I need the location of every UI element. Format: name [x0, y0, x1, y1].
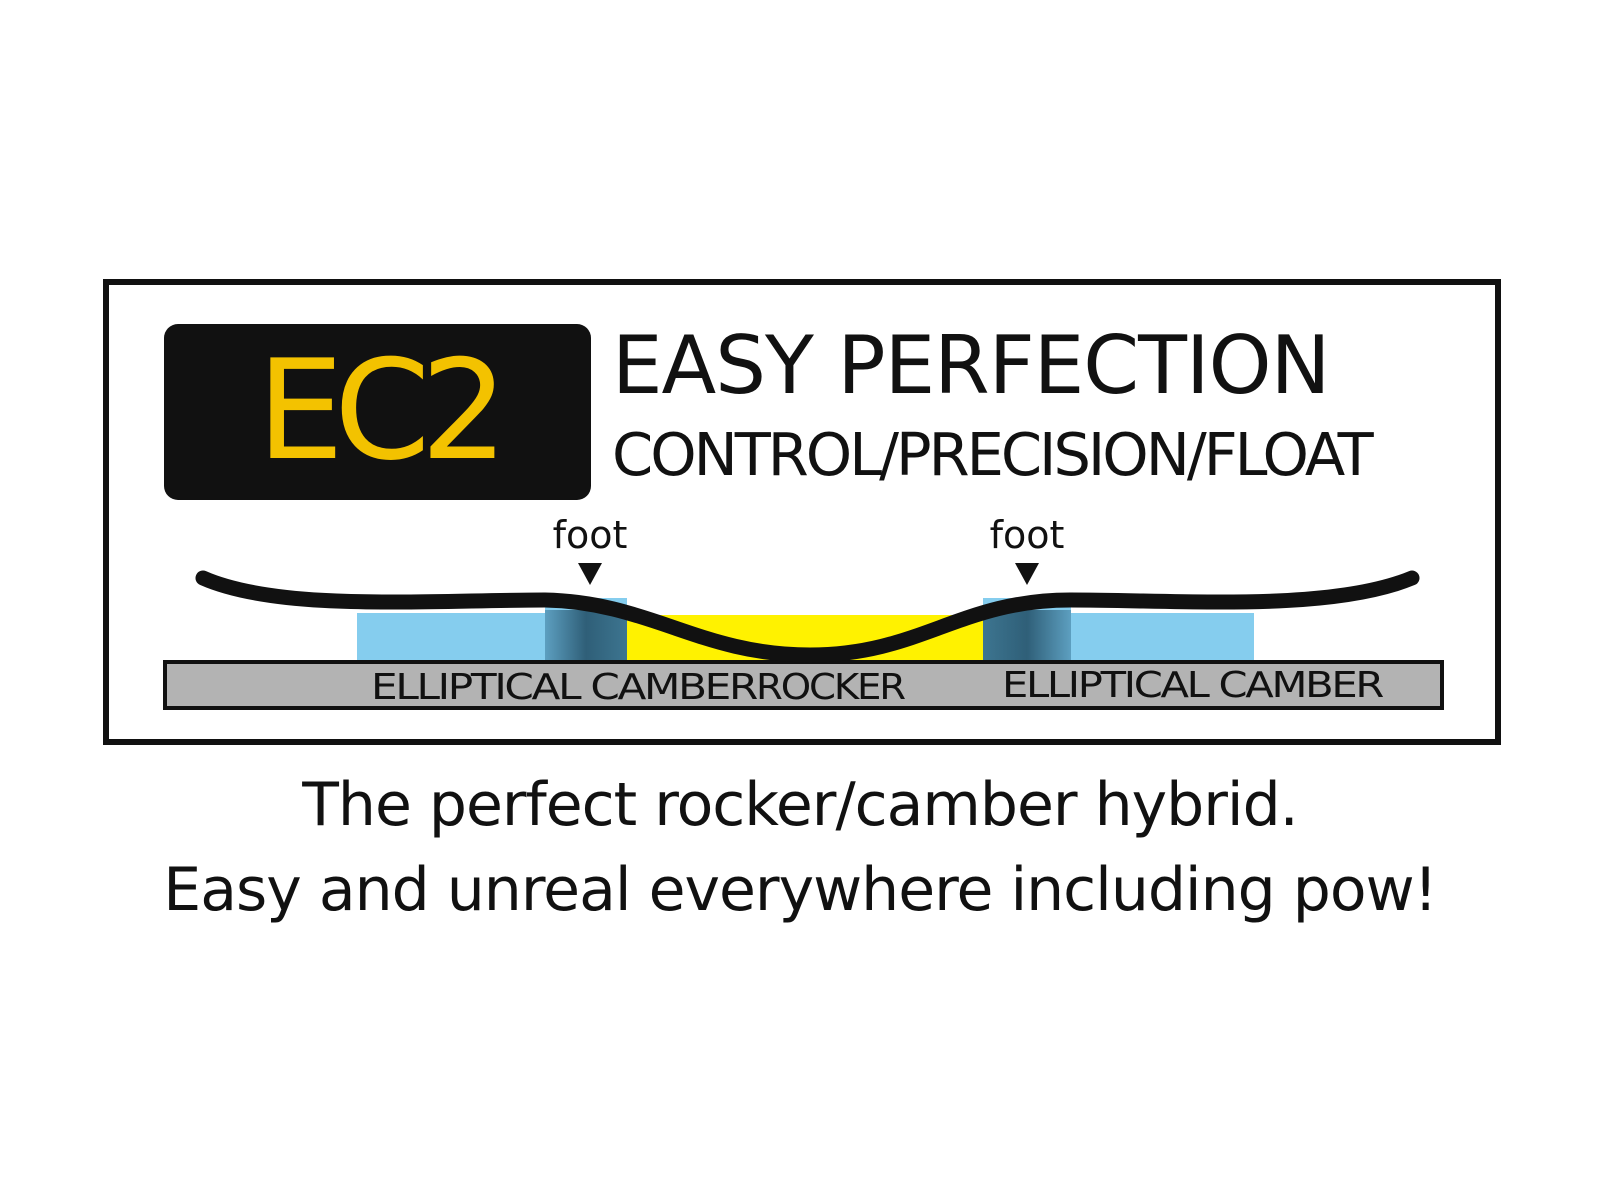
zone-label-right-camber: ELLIPTICAL CAMBER: [1002, 665, 1383, 706]
down-triangle-icon: [1015, 563, 1039, 585]
foot-label-right: foot: [990, 513, 1065, 557]
ec2-logo-text: EC2: [256, 330, 508, 491]
left-camber-zone: [357, 613, 545, 660]
board-profile-line: [195, 570, 1420, 663]
headline: EASY PERFECTION: [612, 319, 1330, 412]
zone-label-left-camber: ELLIPTICAL CAMBER: [371, 667, 757, 708]
down-triangle-icon: [578, 563, 602, 585]
zone-label-rocker: ROCKER: [756, 667, 905, 708]
base-bar: [163, 660, 1444, 710]
right-camber-zone: [1071, 613, 1254, 660]
caption-line-1: The perfect rocker/camber hybrid.: [302, 770, 1298, 840]
ec2-logo-badge: EC2: [164, 324, 591, 500]
caption-line-2: Easy and unreal everywhere including pow…: [163, 855, 1437, 925]
foot-label-left: foot: [553, 513, 628, 557]
subline: CONTROL/PRECISION/FLOAT: [612, 420, 1374, 489]
